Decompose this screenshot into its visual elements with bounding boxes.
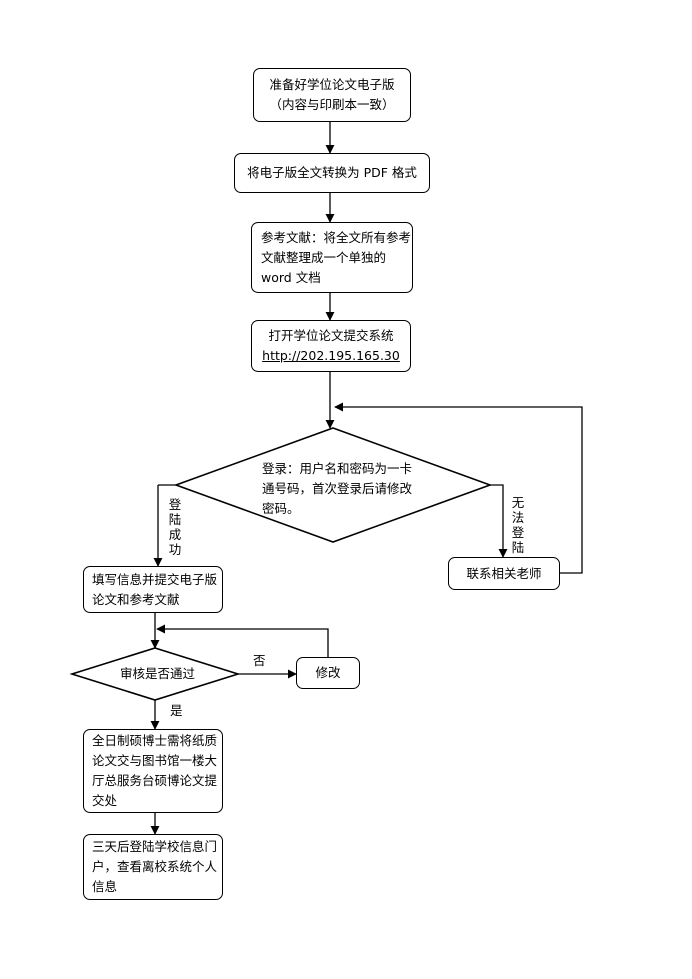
step-text-line: 论文和参考文献 bbox=[92, 591, 180, 607]
arrow-revise-loop bbox=[156, 624, 329, 657]
step-text-line: 文献整理成一个单独的 bbox=[261, 249, 387, 265]
arrow-login-fail bbox=[490, 484, 508, 558]
step-text-line: 将电子版全文转换为 PDF 格式 bbox=[247, 165, 417, 180]
label-review-no: 否 bbox=[253, 651, 266, 671]
step-text-line: 厅总服务台硕博论文提 bbox=[92, 773, 218, 788]
step-text-line: 准备好学位论文电子版 bbox=[269, 77, 395, 92]
label-text: 是 bbox=[170, 703, 183, 718]
step-text-line: 填写信息并提交电子版 bbox=[92, 571, 218, 587]
step-text-line: 信息 bbox=[92, 879, 118, 894]
label-char: 成 bbox=[168, 527, 182, 542]
step-text-line: 三天后登陆学校信息门 bbox=[92, 839, 218, 854]
step-convert-pdf: 将电子版全文转换为 PDF 格式 bbox=[234, 153, 430, 193]
decision-text-line: 审核是否通过 bbox=[120, 666, 196, 681]
step-text-line: 联系相关老师 bbox=[466, 565, 542, 581]
label-char: 法 bbox=[511, 510, 525, 525]
label-text: 否 bbox=[253, 653, 266, 668]
step-text-line: word 文档 bbox=[261, 269, 321, 285]
label-char: 登 bbox=[168, 497, 182, 512]
decision-text-line: 密码。 bbox=[262, 501, 300, 516]
label-char: 陆 bbox=[168, 512, 182, 527]
step-deliver-paper-copy: 全日制硕博士需将纸质 论文交与图书馆一楼大 厅总服务台硕博论文提 交处 bbox=[83, 729, 223, 813]
step-text-line: 交处 bbox=[92, 793, 118, 808]
label-char: 陆 bbox=[511, 540, 525, 555]
step-text-line: 户，查看离校系统个人 bbox=[92, 859, 218, 874]
step-text-line: 论文交与图书馆一楼大 bbox=[92, 753, 218, 768]
step-check-portal-info: 三天后登陆学校信息门 户，查看离校系统个人 信息 bbox=[83, 834, 223, 900]
step-text-line: 参考文献：将全文所有参考 bbox=[261, 229, 412, 245]
login-decision-text: 登录：用户名和密码为一卡 通号码，首次登录后请修改 密码。 bbox=[262, 459, 412, 519]
step-open-submission-system: 打开学位论文提交系统 http://202.195.165.30 bbox=[251, 320, 411, 372]
decision-text-line: 通号码，首次登录后请修改 bbox=[262, 481, 413, 496]
step-contact-teacher: 联系相关老师 bbox=[448, 557, 560, 590]
label-review-yes: 是 bbox=[170, 701, 183, 721]
step-references-word: 参考文献：将全文所有参考 文献整理成一个单独的 word 文档 bbox=[251, 222, 413, 293]
label-login-success: 登 陆 成 功 bbox=[167, 497, 183, 557]
label-char: 无 bbox=[511, 495, 525, 510]
step-text-line: 修改 bbox=[315, 665, 341, 680]
label-char: 登 bbox=[511, 525, 525, 540]
step-text-line: （内容与印刷本一致） bbox=[269, 97, 395, 112]
system-url-link[interactable]: http://202.195.165.30 bbox=[262, 348, 400, 363]
step-text-line: 打开学位论文提交系统 bbox=[268, 328, 394, 343]
review-decision-diamond bbox=[69, 647, 241, 701]
step-prepare-thesis: 准备好学位论文电子版 （内容与印刷本一致） bbox=[253, 68, 411, 122]
label-login-fail: 无 法 登 陆 bbox=[510, 495, 526, 555]
step-revise: 修改 bbox=[296, 657, 360, 689]
decision-text-line: 登录：用户名和密码为一卡 bbox=[262, 461, 413, 476]
arrow-contact-loop bbox=[334, 402, 583, 574]
login-decision-diamond bbox=[173, 427, 493, 543]
step-fill-and-submit: 填写信息并提交电子版 论文和参考文献 bbox=[83, 566, 223, 613]
step-text-line: 全日制硕博士需将纸质 bbox=[92, 733, 218, 748]
label-char: 功 bbox=[168, 542, 182, 557]
review-decision-text: 审核是否通过 bbox=[120, 664, 195, 684]
